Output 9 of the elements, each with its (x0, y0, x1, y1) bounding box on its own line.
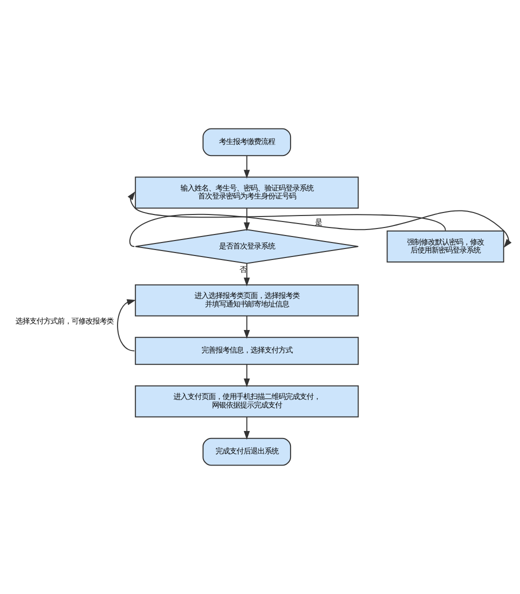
arrow (244, 264, 250, 286)
arrow (117, 299, 136, 352)
arrow (244, 364, 250, 388)
arrow (128, 191, 446, 231)
arrow (129, 210, 512, 248)
arrow (244, 417, 250, 440)
arrow (244, 208, 250, 232)
arrow (244, 156, 250, 179)
arrow (244, 316, 250, 339)
